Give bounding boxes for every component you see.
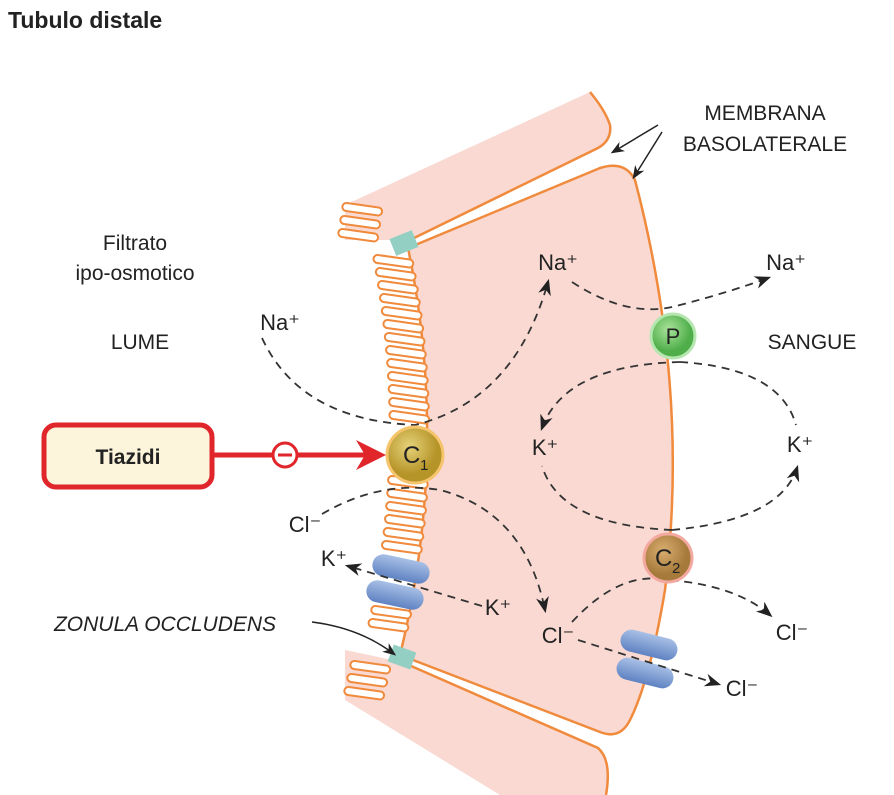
na-cell: Na⁺ xyxy=(538,250,578,275)
microvillus xyxy=(379,292,421,308)
microvillus xyxy=(386,487,428,503)
cl-path-channel xyxy=(577,639,722,687)
k-cell: K⁺ xyxy=(532,435,558,460)
filtrato-label: Filtrato xyxy=(103,232,167,255)
microvillus xyxy=(346,672,389,688)
microvillus xyxy=(386,357,428,373)
membrana-label: MEMBRANA xyxy=(704,102,825,125)
microvillus xyxy=(381,539,423,555)
microvillus xyxy=(343,685,386,701)
microvillus xyxy=(377,279,419,295)
p-pump[interactable]: P xyxy=(649,312,697,360)
membrane-pointer-1 xyxy=(610,124,659,154)
k-cell-secreted: K⁺ xyxy=(485,595,511,620)
upper-cell xyxy=(345,92,611,240)
na-blood: Na⁺ xyxy=(766,250,806,275)
tight-junction-upper xyxy=(389,230,419,256)
microvillus xyxy=(385,344,427,360)
microvillus xyxy=(349,659,392,675)
microvillus xyxy=(388,396,430,412)
lume-label: LUME xyxy=(111,331,169,354)
c2-cotransporter[interactable]: C 2 xyxy=(642,532,694,584)
k-path-secretion xyxy=(344,563,483,607)
svg-text:2: 2 xyxy=(672,560,680,577)
microvillus xyxy=(339,214,382,230)
microvillus xyxy=(341,201,384,217)
k-path-pump-in xyxy=(540,361,681,432)
cl-cell: Cl⁻ xyxy=(542,623,574,648)
na-path-basolateral xyxy=(571,276,772,311)
microvillus xyxy=(367,617,410,633)
microvillus xyxy=(337,227,380,243)
ipo-osmotico-label: ipo-osmotico xyxy=(75,262,194,285)
microvillus xyxy=(382,526,425,542)
k-blood: K⁺ xyxy=(787,432,813,457)
microvillus xyxy=(370,604,412,620)
basolaterale-label: BASOLATERALE xyxy=(683,133,847,156)
microvillus xyxy=(380,305,423,321)
na-lumen: Na⁺ xyxy=(260,310,300,335)
cl-lumen: Cl⁻ xyxy=(289,512,321,537)
sangue-label: SANGUE xyxy=(768,331,857,354)
k-lumen: K⁺ xyxy=(321,546,347,571)
c1-cotransporter[interactable]: C 1 xyxy=(385,425,445,485)
microvillus xyxy=(388,409,431,425)
svg-text:C: C xyxy=(655,545,672,572)
microvillus xyxy=(385,500,427,516)
microvillus xyxy=(386,370,429,386)
zonula-label: ZONULA OCCLUDENS xyxy=(53,613,276,636)
k-channel-apical xyxy=(366,554,430,610)
zonula-pointer xyxy=(311,621,397,656)
microvillus xyxy=(374,266,417,282)
membrane-pointer-2 xyxy=(632,131,663,180)
svg-text:1: 1 xyxy=(420,457,428,474)
na-path-apical xyxy=(261,278,551,426)
svg-text:C: C xyxy=(403,442,420,469)
microvillus xyxy=(383,331,426,347)
microvillus xyxy=(382,318,425,334)
k-path-c2-left xyxy=(541,465,673,531)
microvilli-brush-border xyxy=(337,201,431,701)
cl-path-apical xyxy=(321,486,549,614)
microvillus xyxy=(384,513,426,529)
k-path-pump-right xyxy=(679,361,797,426)
minus-icon xyxy=(271,441,299,469)
lower-cell xyxy=(345,650,608,795)
svg-text:P: P xyxy=(666,324,681,349)
k-path-c2-right xyxy=(671,464,800,531)
cl-blood-c2: Cl⁻ xyxy=(776,620,808,645)
tiazidi-box[interactable]: Tiazidi xyxy=(41,422,215,490)
page-title: Tubulo distale xyxy=(8,7,162,33)
microvillus xyxy=(387,383,430,399)
svg-text:Tiazidi: Tiazidi xyxy=(96,446,161,469)
microvillus xyxy=(372,253,415,269)
cl-blood-channel: Cl⁻ xyxy=(726,676,758,701)
